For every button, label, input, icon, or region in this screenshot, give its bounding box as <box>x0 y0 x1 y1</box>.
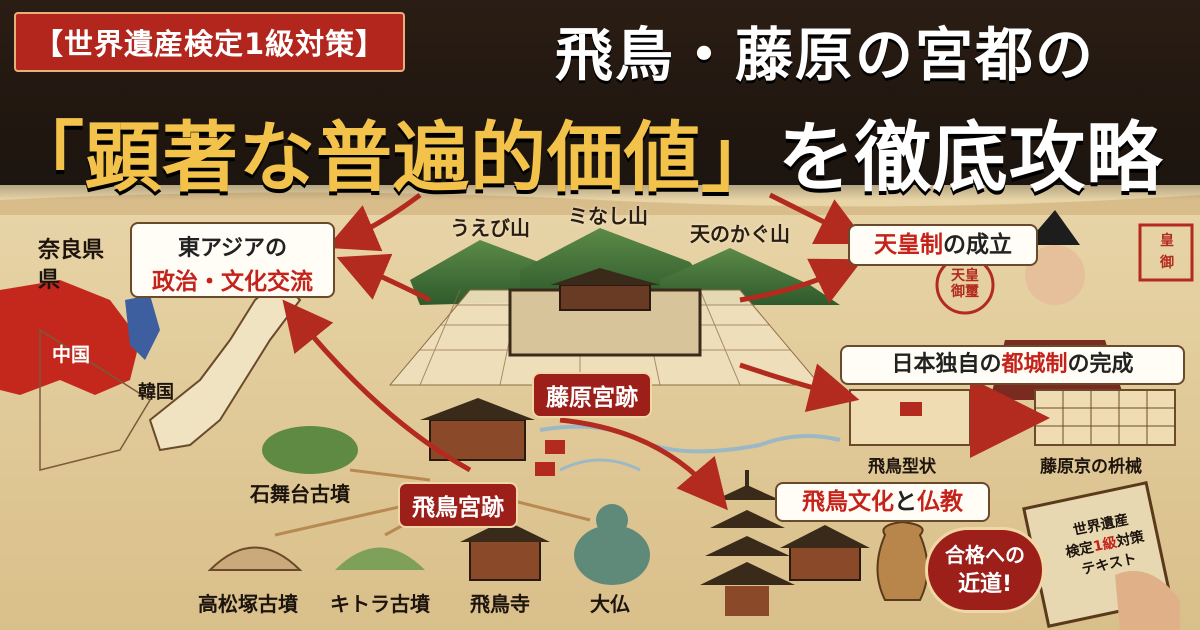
site-kitora: キトラ古墳 <box>330 592 430 616</box>
vase-icon <box>876 520 929 601</box>
seal-round-text: 天皇御璽 <box>943 268 987 300</box>
china-shape <box>0 280 140 395</box>
exam-tag: 【世界遺産検定1級対策】 <box>14 12 406 72</box>
region-ken-label: 県 <box>38 268 61 293</box>
tenno-box: 天皇制の成立 <box>848 224 1038 266</box>
pagoda-icon <box>700 470 795 616</box>
mountain-label: 天のかぐ山 <box>690 222 790 246</box>
seal-square-text: 皇御 <box>1143 230 1191 274</box>
site-daibutsu: 大仏 <box>590 592 630 616</box>
title-rest: を徹底攻略 <box>778 113 1163 202</box>
toshi-right-label: 藤原京の枡械 <box>1040 457 1142 477</box>
badge-line1: 合格への <box>945 543 1025 567</box>
badge-line2: 近道! <box>957 572 1013 597</box>
toshi-left-label: 飛鳥型状 <box>868 457 936 477</box>
seal-char: 御璽 <box>951 284 979 300</box>
seal-char: 天皇 <box>951 268 979 284</box>
asuka-culture-box: 飛鳥文化と仏教 <box>775 482 990 522</box>
ishibutai-mound <box>262 426 358 474</box>
asuka-culture-hl: 飛鳥文化 <box>802 489 894 515</box>
seal-char: 御 <box>1160 255 1174 271</box>
book-icon <box>1022 481 1180 630</box>
toshi-post: の完成 <box>1067 352 1134 377</box>
east-asia-line2: 政治・文化交流 <box>152 269 313 295</box>
toshi-box: 日本独自の都城制の完成 <box>840 345 1185 385</box>
site-ishibutai: 石舞台古墳 <box>250 482 350 506</box>
mountain-label: ミなし山 <box>568 204 648 228</box>
region-nara-label: 奈良県 <box>38 238 105 263</box>
title-line1: 飛鳥・藤原の宮都の <box>555 21 1096 89</box>
toshi-pre: 日本独自の <box>891 352 1002 377</box>
mountain-label: うえび山 <box>450 216 530 240</box>
title-line2: 「顕著な普遍的価値」を徹底攻略 <box>8 96 1163 206</box>
asuka-culture-mid: と <box>894 489 917 515</box>
toshi-highlight: 都城制 <box>1001 352 1068 377</box>
korea-label: 韓国 <box>138 382 174 403</box>
seal-char: 皇 <box>1160 233 1174 249</box>
korea-shape <box>125 295 160 360</box>
asuka-culture-hl2: 仏教 <box>917 489 963 515</box>
kitora-mound <box>335 547 425 570</box>
site-asukadera: 飛鳥寺 <box>470 592 530 616</box>
emperor-face <box>1025 245 1085 305</box>
site-takamatsuzuka: 高松塚古墳 <box>198 592 298 616</box>
east-asia-line1: 東アジアの <box>177 236 288 261</box>
tenno-rest: の成立 <box>943 232 1012 258</box>
china-label: 中国 <box>52 344 91 366</box>
title-highlight: 「顕著な普遍的価値」 <box>8 113 778 202</box>
book-line2-c: 対策 <box>1114 528 1146 551</box>
takamatsuzuka-mound <box>207 546 303 571</box>
seal-icon <box>1138 223 1194 282</box>
pass-badge: 合格への 近道! <box>925 527 1045 613</box>
site-fujiwara: 藤原宮跡 <box>532 372 652 418</box>
site-asuka: 飛鳥宮跡 <box>398 482 518 528</box>
east-asia-box: 東アジアの 政治・文化交流 <box>130 222 335 298</box>
tenno-highlight: 天皇制 <box>874 232 943 258</box>
